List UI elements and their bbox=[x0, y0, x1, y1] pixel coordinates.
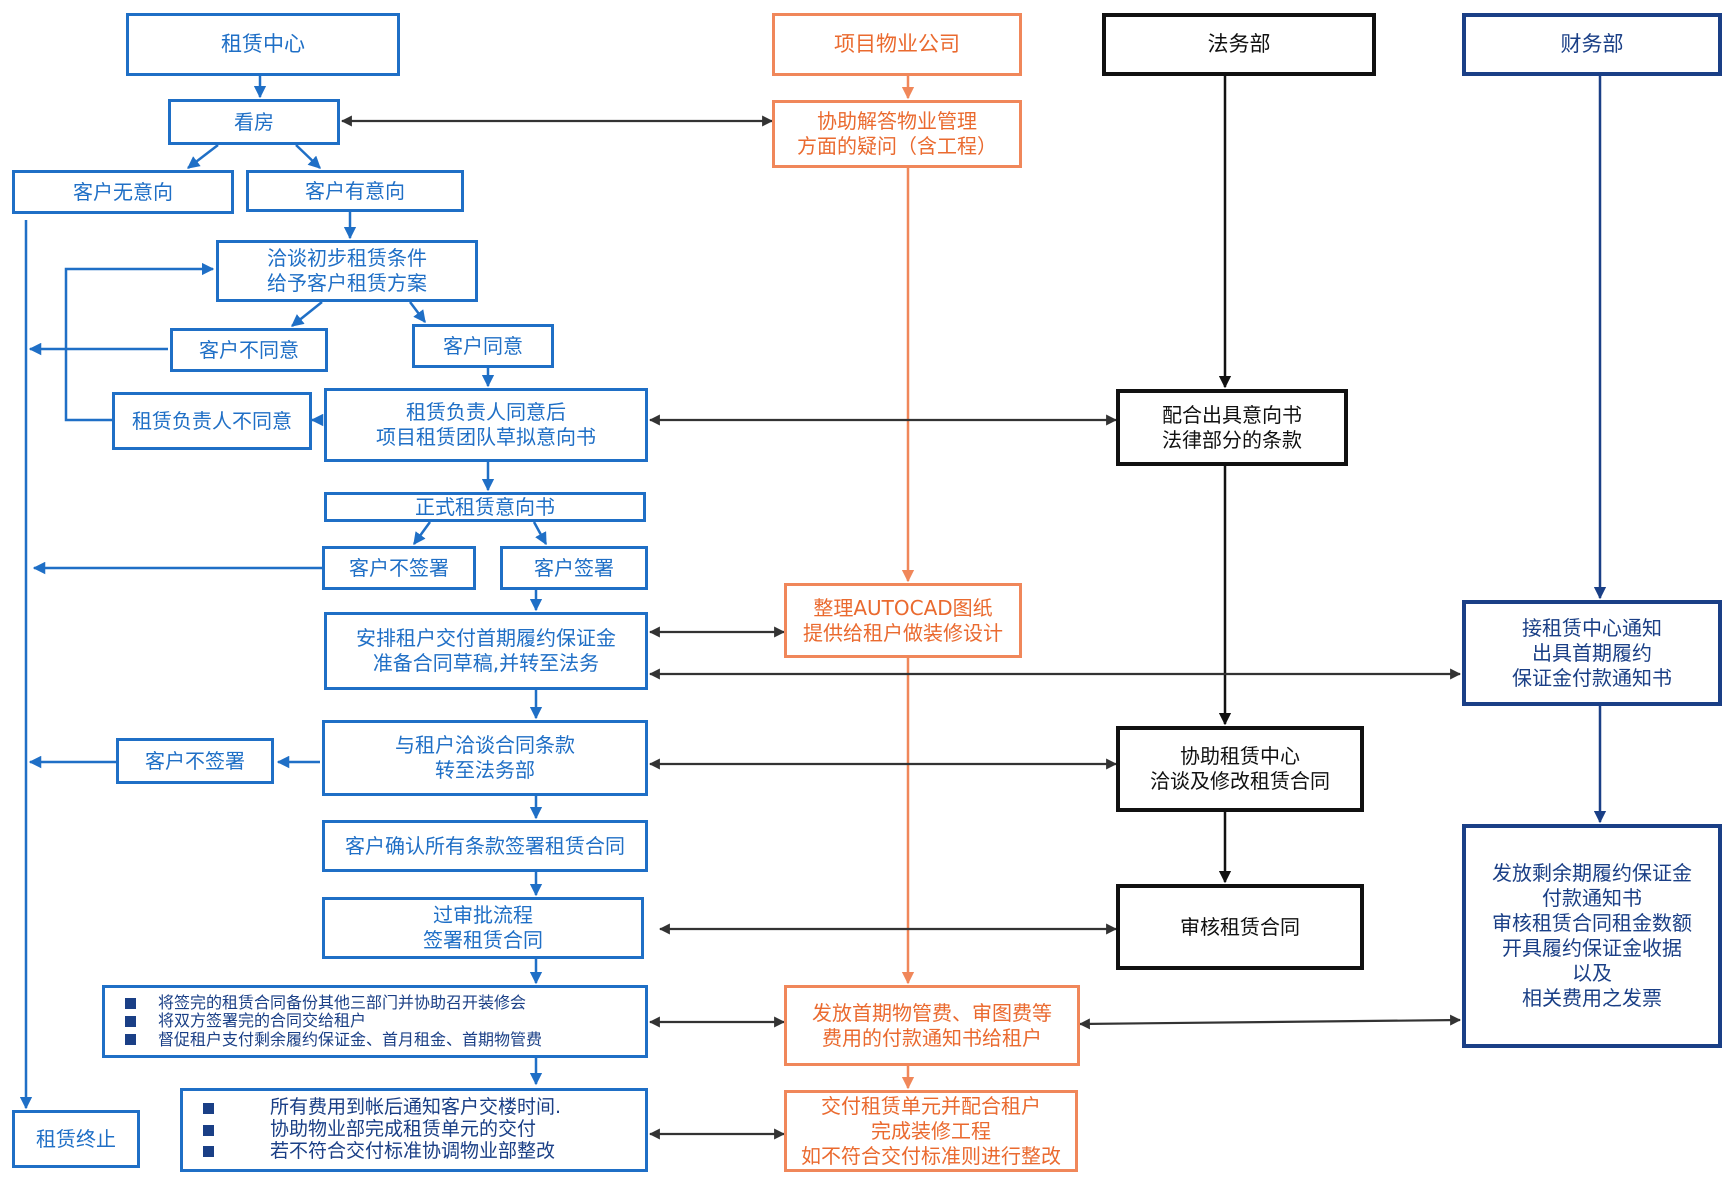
delivery-task-list: 所有费用到帐后通知客户交楼时间. 协助物业部完成租赁单元的交付 若不符合交付标准… bbox=[203, 1096, 562, 1163]
node-formal-loi: 正式租赁意向书 bbox=[324, 492, 646, 522]
node-view-house: 看房 bbox=[168, 99, 340, 145]
edge-view-intent bbox=[295, 144, 321, 169]
node-customer-not-sign-2: 客户不签署 bbox=[116, 738, 274, 784]
node-legal-loi-terms-line-1: 配合出具意向书 bbox=[1162, 402, 1302, 427]
node-draft-loi: 租赁负责人同意后 项目租赁团队草拟意向书 bbox=[324, 388, 648, 462]
backup-task-text: 将双方签署完的合同交给租户 bbox=[158, 1011, 367, 1031]
edge-negotiate-agree bbox=[409, 301, 426, 323]
node-lease-terminate: 租赁终止 bbox=[12, 1110, 140, 1168]
node-finance-tasks-line-2: 付款通知书 bbox=[1542, 886, 1642, 910]
node-finance-tasks: 发放剩余期履约保证金 付款通知书 审核租赁合同租金数额 开具履约保证金收据 以及… bbox=[1462, 824, 1722, 1048]
node-customer-has-intent: 客户有意向 bbox=[246, 170, 464, 212]
node-arrange-deposit-line-1: 安排租户交付首期履约保证金 bbox=[356, 626, 616, 650]
node-finance-tasks-line-3: 审核租赁合同租金数额 bbox=[1492, 911, 1692, 935]
node-issue-fee-notice-line-1: 发放首期物管费、审图费等 bbox=[812, 1000, 1052, 1025]
bullet-square-icon bbox=[203, 1124, 214, 1136]
node-draft-loi-line-1: 租赁负责人同意后 bbox=[406, 400, 566, 424]
node-customer-agree: 客户同意 bbox=[412, 324, 554, 368]
node-arrange-deposit-line-2: 准备合同草稿,并转至法务 bbox=[372, 651, 600, 675]
delivery-task-text: 若不符合交付标准协调物业部整改 bbox=[270, 1139, 556, 1162]
edge-negotiate-disagree bbox=[291, 301, 323, 327]
bullet-square-icon bbox=[203, 1102, 214, 1114]
delivery-task-item: 若不符合交付标准协调物业部整改 bbox=[203, 1139, 561, 1163]
node-negotiate-terms: 洽谈初步租赁条件 给予客户租赁方案 bbox=[216, 240, 478, 302]
node-negotiate-terms-line-2: 给予客户租赁方案 bbox=[267, 271, 427, 295]
node-issue-fee-notice: 发放首期物管费、审图费等 费用的付款通知书给租户 bbox=[784, 985, 1080, 1066]
node-draft-loi-line-2: 项目租赁团队草拟意向书 bbox=[376, 425, 596, 449]
node-finance-notice-line-2: 出具首期履约 bbox=[1532, 640, 1652, 665]
node-customer-no-intent: 客户无意向 bbox=[12, 170, 234, 214]
delivery-task-text: 协助物业部完成租赁单元的交付 bbox=[270, 1118, 537, 1141]
node-delivery-tasks: 所有费用到帐后通知客户交楼时间. 协助物业部完成租赁单元的交付 若不符合交付标准… bbox=[180, 1088, 648, 1172]
node-legal-loi-terms-line-2: 法律部分的条款 bbox=[1162, 427, 1302, 452]
node-finance-notice-line-1: 接租赁中心通知 bbox=[1522, 615, 1662, 640]
backup-task-list: 将签完的租赁合同备份其他三部门并协助召开装修会 将双方签署完的合同交给租户 督促… bbox=[125, 992, 543, 1049]
node-assist-answer-line-1: 协助解答物业管理 bbox=[817, 109, 977, 133]
node-autocad-line-1: 整理AUTOCAD图纸 bbox=[813, 595, 993, 620]
node-backup-tasks: 将签完的租赁合同备份其他三部门并协助召开装修会 将双方签署完的合同交给租户 督促… bbox=[102, 985, 648, 1058]
node-arrange-deposit: 安排租户交付首期履约保证金 准备合同草稿,并转至法务 bbox=[324, 612, 648, 690]
node-approval: 过审批流程 签署租赁合同 bbox=[322, 897, 644, 959]
node-issue-fee-notice-line-2: 费用的付款通知书给租户 bbox=[822, 1025, 1042, 1050]
node-negotiate-contract-line-1: 与租户洽谈合同条款 bbox=[395, 733, 575, 757]
bullet-square-icon bbox=[125, 1034, 136, 1046]
backup-task-item: 督促租户支付剩余履约保证金、首月租金、首期物管费 bbox=[125, 1029, 543, 1049]
node-finance-notice: 接租赁中心通知 出具首期履约 保证金付款通知书 bbox=[1462, 600, 1722, 706]
node-approval-line-2: 签署租赁合同 bbox=[423, 928, 543, 952]
edge-view-nointent bbox=[187, 144, 219, 169]
backup-task-text: 督促租户支付剩余履约保证金、首月租金、首期物管费 bbox=[158, 1029, 543, 1049]
node-customer-sign: 客户签署 bbox=[500, 546, 648, 590]
node-confirm-sign: 客户确认所有条款签署租赁合同 bbox=[322, 820, 648, 872]
node-finance-tasks-line-5: 以及 bbox=[1572, 961, 1612, 985]
node-finance-tasks-line-4: 开具履约保证金收据 bbox=[1502, 936, 1682, 960]
node-finance-tasks-line-6: 相关费用之发票 bbox=[1522, 986, 1662, 1010]
header-property-company: 项目物业公司 bbox=[772, 13, 1022, 76]
node-assist-answer: 协助解答物业管理 方面的疑问（含工程） bbox=[772, 100, 1022, 168]
node-customer-not-sign-1: 客户不签署 bbox=[322, 546, 476, 590]
node-negotiate-terms-line-1: 洽谈初步租赁条件 bbox=[267, 246, 427, 270]
delivery-task-item: 协助物业部完成租赁单元的交付 bbox=[203, 1118, 561, 1141]
node-legal-assist-contract-line-1: 协助租赁中心 bbox=[1180, 744, 1300, 768]
node-autocad: 整理AUTOCAD图纸 提供给租户做装修设计 bbox=[784, 583, 1022, 658]
edge-formal-sign bbox=[532, 521, 548, 546]
node-negotiate-contract-line-2: 转至法务部 bbox=[435, 758, 535, 782]
header-finance-dept: 财务部 bbox=[1462, 13, 1722, 76]
backup-task-item: 将双方签署完的合同交给租户 bbox=[125, 1011, 542, 1031]
header-legal-dept: 法务部 bbox=[1102, 13, 1376, 76]
edge-formal-nosign bbox=[412, 521, 432, 546]
node-negotiate-contract: 与租户洽谈合同条款 转至法务部 bbox=[322, 720, 648, 796]
node-legal-assist-contract: 协助租赁中心 洽谈及修改租赁合同 bbox=[1116, 726, 1364, 812]
node-legal-assist-contract-line-2: 洽谈及修改租赁合同 bbox=[1150, 769, 1330, 793]
node-deliver-unit-line-2: 完成装修工程 bbox=[871, 1118, 991, 1143]
node-approval-line-1: 过审批流程 bbox=[433, 903, 533, 927]
node-legal-review: 审核租赁合同 bbox=[1116, 884, 1364, 970]
header-leasing-center: 租赁中心 bbox=[126, 13, 400, 76]
node-finance-tasks-line-1: 发放剩余期履约保证金 bbox=[1492, 861, 1692, 885]
node-deliver-unit-line-3: 如不符合交付标准则进行整改 bbox=[801, 1143, 1061, 1168]
node-deliver-unit: 交付租赁单元并配合租户 完成装修工程 如不符合交付标准则进行整改 bbox=[784, 1090, 1078, 1172]
bullet-square-icon bbox=[125, 997, 136, 1009]
node-assist-answer-line-2: 方面的疑问（含工程） bbox=[797, 134, 997, 158]
backup-task-text: 将签完的租赁合同备份其他三部门并协助召开装修会 bbox=[158, 992, 527, 1012]
edge-fee-finance bbox=[1078, 1014, 1462, 1030]
node-customer-disagree: 客户不同意 bbox=[170, 328, 328, 372]
node-manager-disagree: 租赁负责人不同意 bbox=[112, 392, 312, 450]
node-finance-notice-line-3: 保证金付款通知书 bbox=[1512, 665, 1672, 690]
delivery-task-item: 所有费用到帐后通知客户交楼时间. bbox=[203, 1096, 562, 1119]
edge-manager-loop bbox=[64, 262, 215, 422]
bullet-square-icon bbox=[203, 1146, 214, 1158]
backup-task-item: 将签完的租赁合同备份其他三部门并协助召开装修会 bbox=[125, 992, 542, 1012]
bullet-square-icon bbox=[125, 1015, 136, 1027]
delivery-task-text: 所有费用到帐后通知客户交楼时间. bbox=[270, 1096, 562, 1119]
node-deliver-unit-line-1: 交付租赁单元并配合租户 bbox=[821, 1093, 1041, 1118]
node-legal-loi-terms: 配合出具意向书 法律部分的条款 bbox=[1116, 389, 1348, 466]
node-autocad-line-2: 提供给租户做装修设计 bbox=[803, 620, 1003, 645]
